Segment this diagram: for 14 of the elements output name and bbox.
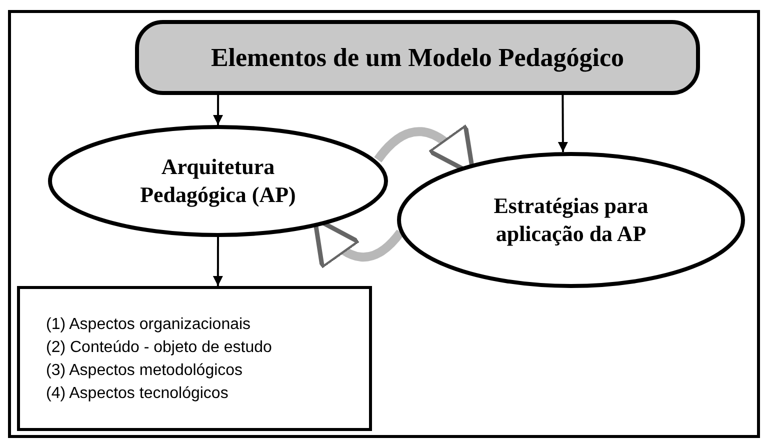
- ellipse-node: [48, 125, 388, 237]
- list-item: (2) Conteúdo - objeto de estudo: [46, 338, 273, 358]
- title-box: [135, 20, 700, 95]
- list-item: (3) Aspectos metodológicos: [46, 360, 244, 380]
- node-text: Arquitetura Pedagógica (AP): [139, 153, 297, 209]
- title-text: Elementos de um Modelo Pedagógico: [210, 42, 624, 74]
- node-text: Estratégias para aplicação da AP: [492, 192, 650, 248]
- ellipse-node: [397, 152, 745, 288]
- list-box: [17, 286, 372, 431]
- arrow: [558, 95, 568, 152]
- arrow: [213, 95, 224, 125]
- list-item: (4) Aspectos tecnológicos: [46, 384, 230, 404]
- list-item: (1) Aspectos organizacionais: [46, 314, 252, 334]
- arrow: [212, 237, 223, 286]
